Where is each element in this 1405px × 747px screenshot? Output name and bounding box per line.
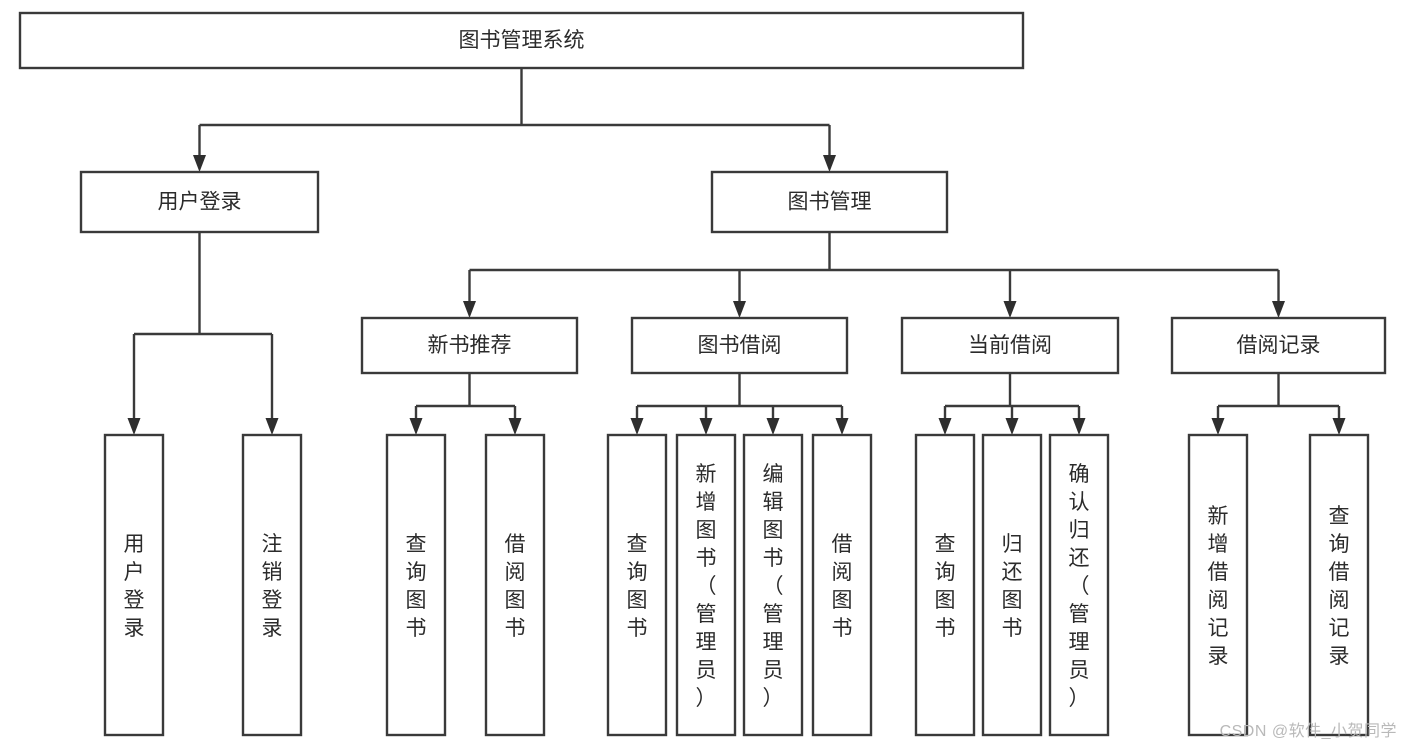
node-box bbox=[484, 433, 546, 737]
node-user-logout[interactable]: 注销登录 bbox=[241, 433, 303, 737]
node-label: 确认归还（管理员） bbox=[1069, 463, 1090, 710]
connector-user-login-to-user-logout-arrowhead bbox=[265, 418, 279, 435]
node-label: 借阅记录 bbox=[1237, 334, 1321, 357]
node-label: 新增图书（管理员） bbox=[696, 463, 717, 710]
node-label: 编辑图书（管理员） bbox=[763, 463, 784, 710]
node-user-login[interactable]: 用户登录 bbox=[79, 170, 320, 234]
node-box bbox=[710, 170, 949, 234]
node-query-borrow-record[interactable]: 查询借阅记录 bbox=[1308, 433, 1370, 737]
node-label: 注销登录 bbox=[262, 533, 283, 640]
connector-book-borrow-to-query-book-2-arrowhead bbox=[630, 418, 644, 435]
node-label: 借阅图书 bbox=[832, 533, 853, 640]
connector-book-borrow-to-borrow-book-2-arrowhead bbox=[835, 418, 849, 435]
node-label: 图书管理 bbox=[788, 191, 872, 214]
connector--to-user-login-arrowhead bbox=[193, 155, 206, 172]
connector-new-book-recommend-to-borrow-book-1-arrowhead bbox=[508, 418, 522, 435]
node-borrow-book-2[interactable]: 借阅图书 bbox=[811, 433, 873, 737]
node-label: 借阅图书 bbox=[505, 533, 526, 640]
node-box bbox=[1048, 433, 1110, 737]
node-label: 用户登录 bbox=[158, 191, 242, 214]
node-label: 查询借阅记录 bbox=[1329, 505, 1350, 668]
node-box bbox=[1187, 433, 1249, 737]
node-box bbox=[900, 316, 1120, 375]
node-box bbox=[79, 170, 320, 234]
node-add-borrow-record[interactable]: 新增借阅记录 bbox=[1187, 433, 1249, 737]
node-label: 当前借阅 bbox=[968, 334, 1052, 357]
node-label: 查询图书 bbox=[406, 533, 427, 640]
node-[interactable]: 图书管理系统 bbox=[18, 11, 1025, 70]
node-box bbox=[606, 433, 668, 737]
connector-book-management-to-book-borrow-arrowhead bbox=[733, 301, 746, 318]
node-label: 查询图书 bbox=[627, 533, 648, 640]
connector-book-management-to-new-book-recommend-arrowhead bbox=[463, 301, 476, 318]
connector-borrow-record-to-query-borrow-record-arrowhead bbox=[1332, 418, 1346, 435]
node-edit-book-admin[interactable]: 编辑图书（管理员） bbox=[742, 433, 804, 737]
node-book-borrow[interactable]: 图书借阅 bbox=[630, 316, 849, 375]
node-book-management[interactable]: 图书管理 bbox=[710, 170, 949, 234]
node-box bbox=[630, 316, 849, 375]
node-borrow-book-1[interactable]: 借阅图书 bbox=[484, 433, 546, 737]
node-borrow-record[interactable]: 借阅记录 bbox=[1170, 316, 1387, 375]
node-box bbox=[18, 11, 1025, 70]
node-box bbox=[811, 433, 873, 737]
node-user-login-do[interactable]: 用户登录 bbox=[103, 433, 165, 737]
connector-book-borrow-to-edit-book-admin-arrowhead bbox=[766, 418, 780, 435]
connector-layer bbox=[127, 68, 1346, 435]
connector-book-borrow-to-add-book-admin-arrowhead bbox=[699, 418, 713, 435]
node-box bbox=[103, 433, 165, 737]
node-label: 图书管理系统 bbox=[459, 29, 585, 52]
connector-book-management-to-current-borrow-arrowhead bbox=[1003, 301, 1017, 318]
node-box bbox=[742, 433, 804, 737]
node-query-book-3[interactable]: 查询图书 bbox=[914, 433, 976, 737]
node-label: 新增借阅记录 bbox=[1208, 505, 1229, 668]
node-label: 图书借阅 bbox=[698, 334, 782, 357]
node-box bbox=[981, 433, 1043, 737]
node-query-book-1[interactable]: 查询图书 bbox=[385, 433, 447, 737]
connector--to-book-management-arrowhead bbox=[823, 155, 836, 172]
node-box bbox=[241, 433, 303, 737]
node-new-book-recommend[interactable]: 新书推荐 bbox=[360, 316, 579, 375]
connector-borrow-record-to-add-borrow-record-arrowhead bbox=[1211, 418, 1225, 435]
connector-current-borrow-to-query-book-3-arrowhead bbox=[938, 418, 952, 435]
node-current-borrow[interactable]: 当前借阅 bbox=[900, 316, 1120, 375]
node-add-book-admin[interactable]: 新增图书（管理员） bbox=[675, 433, 737, 737]
connector-new-book-recommend-to-query-book-1-arrowhead bbox=[409, 418, 423, 435]
node-confirm-return-admin[interactable]: 确认归还（管理员） bbox=[1048, 433, 1110, 737]
node-box bbox=[360, 316, 579, 375]
connector-current-borrow-to-return-book-arrowhead bbox=[1005, 418, 1019, 435]
connector-current-borrow-to-confirm-return-admin-arrowhead bbox=[1072, 418, 1086, 435]
node-label: 查询图书 bbox=[935, 533, 956, 640]
node-label: 归还图书 bbox=[1002, 533, 1023, 640]
connector-book-management-to-borrow-record-arrowhead bbox=[1272, 301, 1285, 318]
node-box bbox=[385, 433, 447, 737]
node-query-book-2[interactable]: 查询图书 bbox=[606, 433, 668, 737]
node-box bbox=[914, 433, 976, 737]
node-box bbox=[1170, 316, 1387, 375]
node-label: 新书推荐 bbox=[428, 334, 512, 357]
node-box bbox=[675, 433, 737, 737]
node-box bbox=[1308, 433, 1370, 737]
node-layer: 图书管理系统用户登录图书管理用户登录注销登录新书推荐图书借阅当前借阅借阅记录查询… bbox=[18, 11, 1387, 737]
connector-user-login-to-user-login-do-arrowhead bbox=[127, 418, 141, 435]
node-return-book[interactable]: 归还图书 bbox=[981, 433, 1043, 737]
node-label: 用户登录 bbox=[124, 533, 145, 640]
